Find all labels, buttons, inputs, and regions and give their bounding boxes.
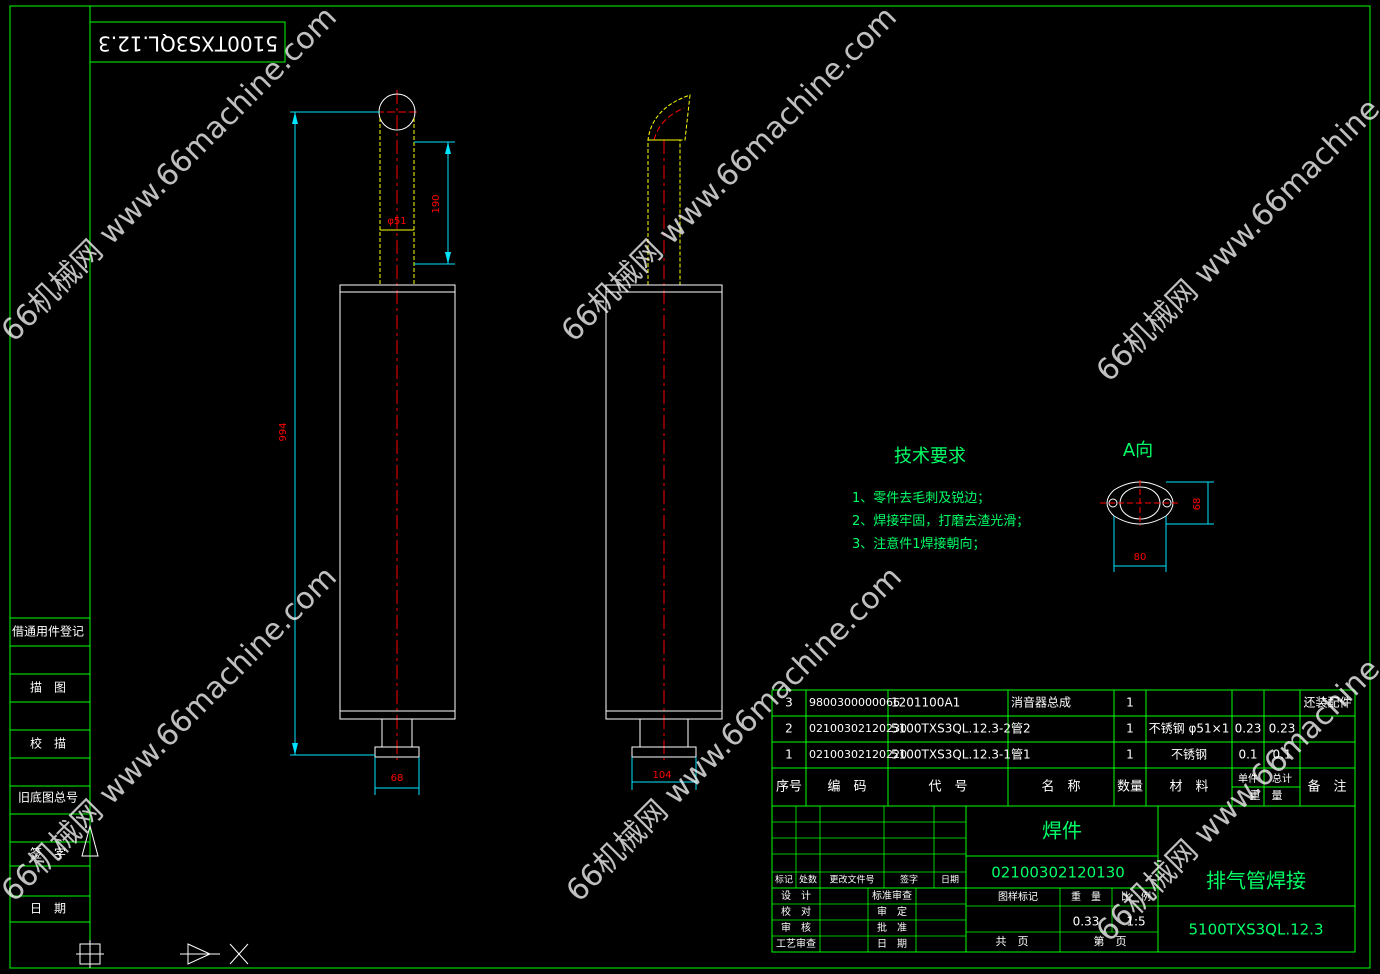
bom-cell-unit_wt: 0.23 [1235, 722, 1262, 736]
view-a-dim-80: 80 [1134, 552, 1147, 563]
bom-header-qty: 数量 [1117, 780, 1143, 795]
bom-cell-note: 还装配件 [1303, 696, 1351, 710]
inner-frame [89, 5, 1371, 969]
left-strip-item: 签 字 [30, 846, 66, 861]
left-strip-item: 描 图 [30, 681, 66, 695]
role-label: 工艺审查 [776, 937, 816, 950]
bom-cell-code: 9800300000066 [809, 696, 900, 709]
bom-header-material: 材 料 [1169, 780, 1208, 795]
weight-value: 0.33 [1073, 915, 1100, 929]
left-flange [374, 746, 420, 758]
drawing-no: 5100TXS3QL.12.3 [1188, 921, 1323, 939]
title-block: 标记处数更改文件号 签字 日期设 计 标准审查校 对 审 定审 核 批 准工艺审查 日 期 焊… [771, 805, 1356, 953]
tech-item-3: 3、注意件1焊接朝向； [852, 536, 986, 552]
bom-header-unit-wt: 单件 [1238, 773, 1258, 785]
dim-68-text: 68 [391, 773, 404, 784]
bom-header-name: 名 称 [1041, 779, 1080, 795]
bom-cell-drawing: 1201100A1 [891, 696, 960, 710]
bom-cell-code: 02100302120230 [809, 722, 907, 735]
view-a-dim-68: 68 [1192, 498, 1203, 511]
role-label: 标准审查 [872, 889, 912, 902]
bom-cell-total_wt: 0.1 [1272, 748, 1291, 762]
left-strip-item: 日 期 [30, 902, 66, 916]
rev-header: 日期 [941, 875, 959, 886]
role-label: 审 核 [781, 921, 811, 934]
bom-cell-material: 不锈钢 φ51×1 [1149, 722, 1230, 736]
role-label: 审 定 [877, 905, 907, 918]
bom-cell-qty: 1 [1126, 696, 1134, 710]
tech-item-1: 1、零件去毛刺及锐边； [852, 491, 990, 506]
bom-cell-code: 02100302120220 [809, 748, 907, 761]
bom-cell-material: 不锈钢 [1171, 748, 1207, 762]
bom-cell-name: 管2 [1011, 721, 1031, 736]
part-name: 排气管焊接 [1206, 869, 1306, 893]
drawing-code-text: 5100TXS3QL.12.3 [98, 32, 278, 56]
bom-cell-seq: 2 [785, 722, 793, 736]
scale-label: 比 例 [1121, 890, 1151, 903]
left-strip-item: 借通用件登记 [12, 624, 84, 639]
view-a-label: A向 [1123, 440, 1153, 461]
right-flange [631, 746, 697, 758]
part-code: 02100302120130 [991, 864, 1125, 882]
bom-cell-drawing: 5100TXS3QL.12.3-1 [891, 748, 1011, 762]
dim-phi51-text: φ51 [387, 216, 406, 227]
bom-header-weight: 重 量 [1250, 788, 1283, 802]
role-label: 日 期 [877, 938, 907, 950]
bom-cell-name: 管1 [1011, 747, 1031, 762]
dim-994-text: 994 [278, 422, 289, 441]
bom-cell-unit_wt: 0.1 [1238, 748, 1257, 762]
bom-header-note: 备 注 [1307, 779, 1346, 795]
left-strip-item: 校 描 [30, 736, 66, 751]
sheets-total: 共 页 [996, 935, 1029, 948]
mark-label: 图样标记 [998, 890, 1038, 903]
rev-header: 处数 [799, 874, 817, 886]
bom-cell-seq: 3 [785, 696, 793, 710]
weight-label: 重 量 [1071, 890, 1101, 903]
right-view: 104 [605, 94, 723, 790]
rev-header: 标记 [775, 874, 793, 886]
rev-header: 更改文件号 [829, 874, 874, 886]
view-a: A向 68 80 [1100, 440, 1214, 572]
bom-header-total-wt: 总计 [1272, 772, 1292, 785]
role-label: 设 计 [781, 889, 811, 902]
bom-cell-total_wt: 0.23 [1269, 722, 1296, 736]
scale-value: 1:5 [1126, 915, 1145, 929]
bom-header-code: 编 码 [827, 780, 866, 795]
dim-190-text: 190 [431, 194, 442, 213]
rev-header: 签字 [900, 874, 918, 886]
part-type: 焊件 [1042, 819, 1082, 843]
role-label: 批 准 [877, 921, 907, 934]
tech-item-2: 2、焊接牢固，打磨去渣光滑； [852, 513, 1029, 529]
role-label: 校 对 [781, 905, 811, 918]
drawing-code-box: 5100TXS3QL.12.3 [89, 21, 286, 63]
bom-cell-drawing: 5100TXS3QL.12.3-2 [891, 722, 1011, 736]
dim-104-text: 104 [652, 770, 671, 781]
sheet-no: 第 页 [1094, 934, 1127, 948]
tech-requirements: 技术要求 1、零件去毛刺及锐边； 2、焊接牢固，打磨去渣光滑； 3、注意件1焊接… [852, 446, 1029, 552]
bom-cell-name: 消音器总成 [1011, 695, 1071, 710]
tech-title: 技术要求 [894, 446, 966, 467]
right-bent-pipe [647, 94, 691, 285]
bom-cell-qty: 1 [1126, 722, 1134, 736]
projection-symbols [76, 824, 249, 968]
bom-cell-seq: 1 [785, 748, 793, 762]
left-view: 994 190 φ51 68 [278, 90, 456, 795]
left-strip-item: 旧底图总号 [18, 790, 78, 805]
bom-header-drawing: 代 号 [928, 780, 967, 795]
bom-header-seq: 序号 [776, 780, 802, 795]
bom-cell-qty: 1 [1126, 748, 1134, 762]
